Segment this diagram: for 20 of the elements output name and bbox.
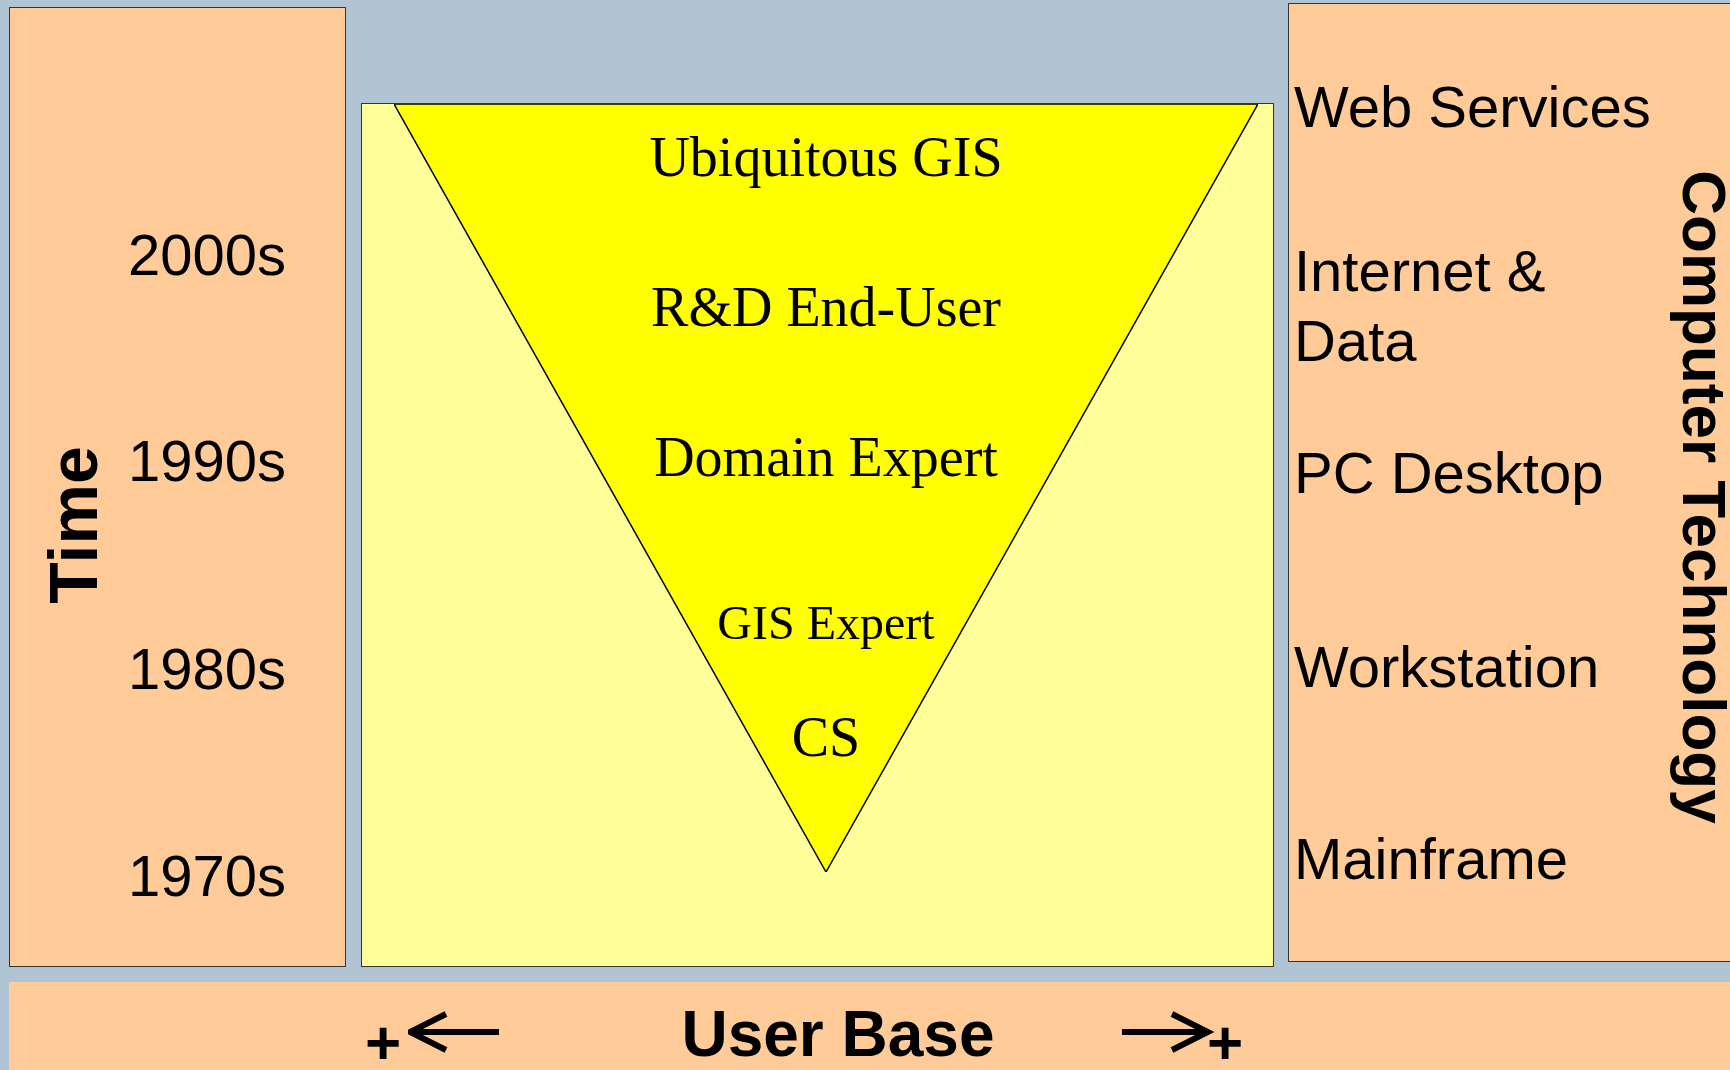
axis-title: Time bbox=[39, 446, 107, 604]
decade-label: 1990s bbox=[128, 432, 287, 490]
plus-sign: + bbox=[365, 1012, 402, 1070]
technology-label: Workstation bbox=[1294, 638, 1600, 696]
time-panel bbox=[9, 7, 346, 967]
axis-title: User Base bbox=[681, 1002, 995, 1066]
decade-label: 2000s bbox=[128, 226, 287, 284]
user-level: CS bbox=[791, 709, 861, 765]
user-level: R&D End-User bbox=[651, 279, 1001, 335]
technology-label: Web Services bbox=[1294, 78, 1651, 136]
decade-label: 1970s bbox=[128, 847, 287, 905]
technology-label: Mainframe bbox=[1294, 830, 1568, 888]
chart-area bbox=[361, 103, 1274, 967]
user-triangle bbox=[394, 104, 1258, 872]
decade-label: 1980s bbox=[128, 640, 287, 698]
plus-sign: + bbox=[1207, 1012, 1244, 1070]
user-base-band bbox=[9, 982, 1730, 1070]
user-level: GIS Expert bbox=[717, 599, 935, 647]
technology-panel bbox=[1288, 3, 1730, 962]
technology-label: Internet & Data bbox=[1294, 237, 1547, 375]
